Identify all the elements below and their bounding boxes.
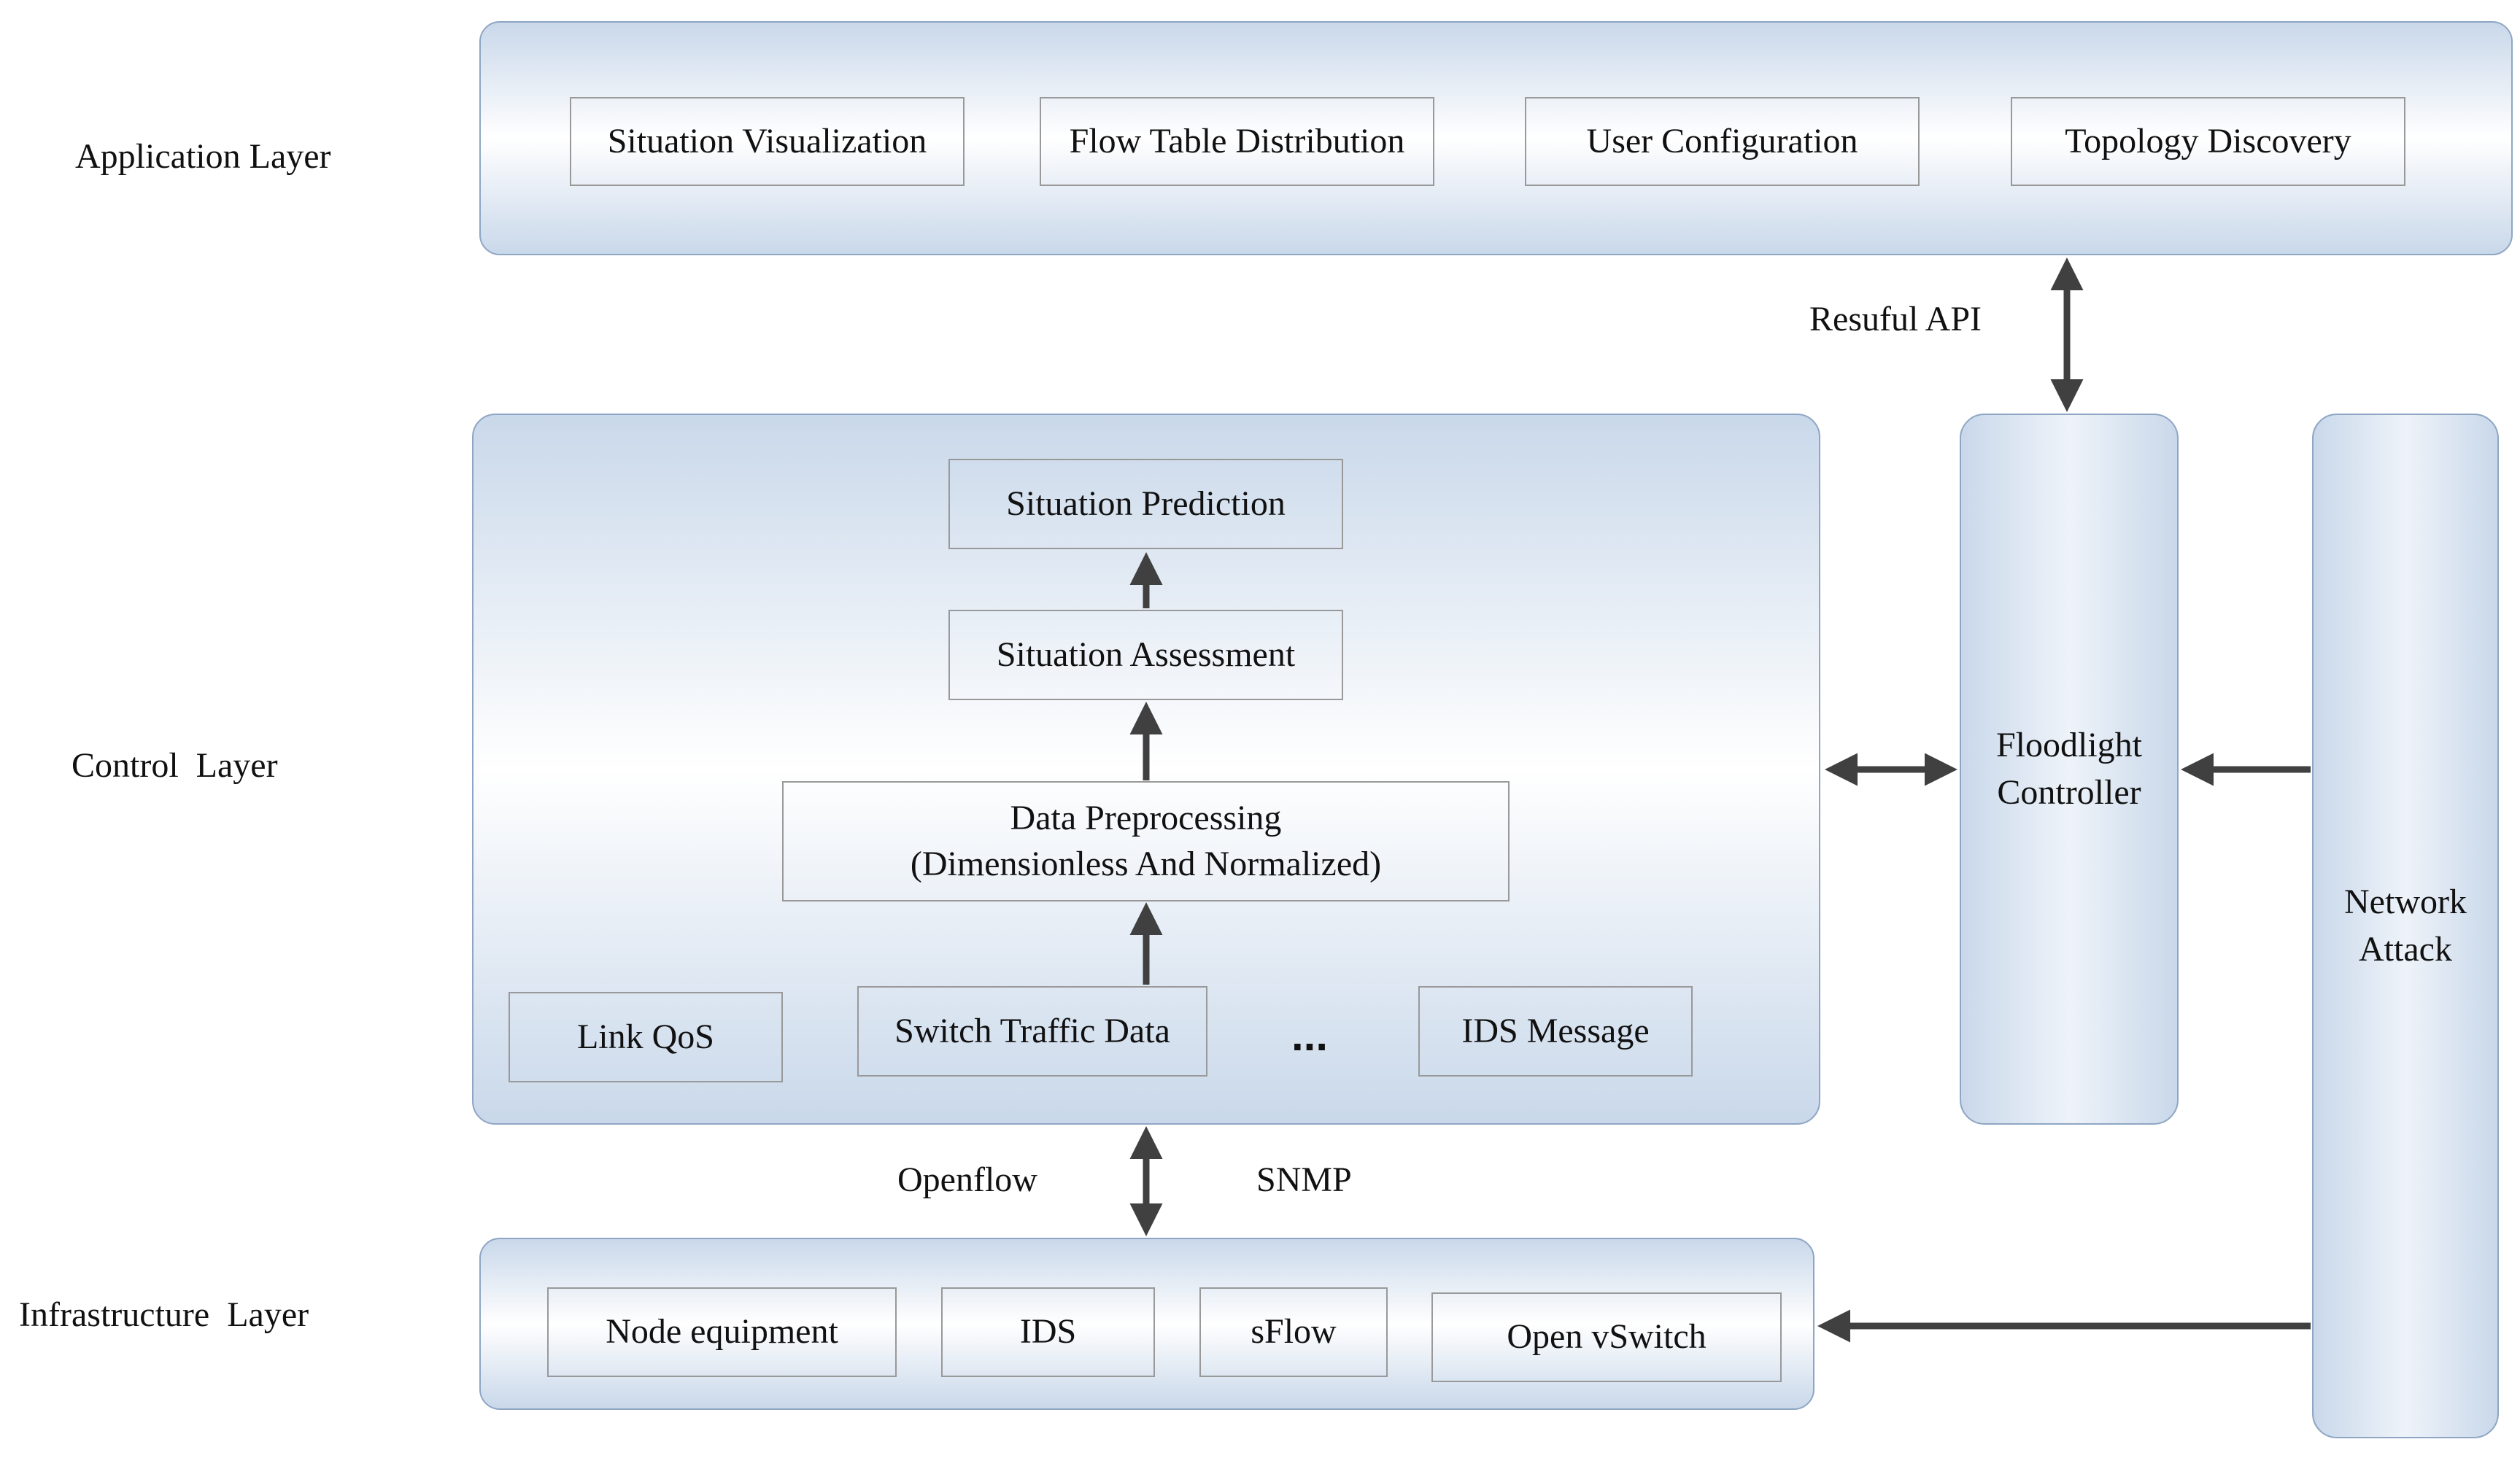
- restful-api-label: Resuful API: [1809, 300, 1982, 338]
- user-configuration-module: User Configuration: [1525, 97, 1920, 186]
- application-layer-label: Application Layer: [75, 137, 331, 176]
- node-equipment-box: Node equipment: [547, 1287, 897, 1377]
- floodlight-controller-label: Floodlight Controller: [1960, 718, 2179, 821]
- data-preprocessing-box: Data Preprocessing (Dimensionless And No…: [782, 781, 1510, 901]
- openflow-label: Openflow: [897, 1160, 1037, 1199]
- network-attack-label: Network Attack: [2312, 875, 2499, 977]
- data-preprocessing-title: Data Preprocessing: [1010, 799, 1282, 838]
- ids-box: IDS: [941, 1287, 1155, 1377]
- situation-assessment-box: Situation Assessment: [948, 610, 1343, 700]
- situation-prediction-box: Situation Prediction: [948, 459, 1343, 549]
- flow-table-distribution-module: Flow Table Distribution: [1040, 97, 1434, 186]
- switch-traffic-data-box: Switch Traffic Data: [857, 986, 1207, 1077]
- floodlight-line2: Controller: [1997, 773, 2141, 812]
- network-attack-line1: Network: [2344, 883, 2467, 922]
- data-preprocessing-subtitle: (Dimensionless And Normalized): [910, 844, 1382, 883]
- floodlight-controller-panel: [1960, 414, 2179, 1125]
- sflow-box: sFlow: [1199, 1287, 1388, 1377]
- application-layer-panel: [479, 21, 2513, 255]
- topology-discovery-module: Topology Discovery: [2011, 97, 2405, 186]
- infrastructure-layer-label: Infrastructure Layer: [19, 1295, 309, 1334]
- link-qos-box: Link QoS: [509, 992, 783, 1082]
- control-layer-label: Control Layer: [71, 746, 278, 785]
- open-vswitch-box: Open vSwitch: [1431, 1292, 1782, 1382]
- network-attack-panel: [2312, 414, 2499, 1438]
- situation-visualization-module: Situation Visualization: [570, 97, 965, 186]
- ids-message-box: IDS Message: [1418, 986, 1693, 1077]
- network-attack-line2: Attack: [2359, 930, 2452, 969]
- ellipsis: ...: [1291, 1011, 1329, 1060]
- floodlight-line1: Floodlight: [1995, 726, 2143, 765]
- snmp-label: SNMP: [1256, 1160, 1352, 1199]
